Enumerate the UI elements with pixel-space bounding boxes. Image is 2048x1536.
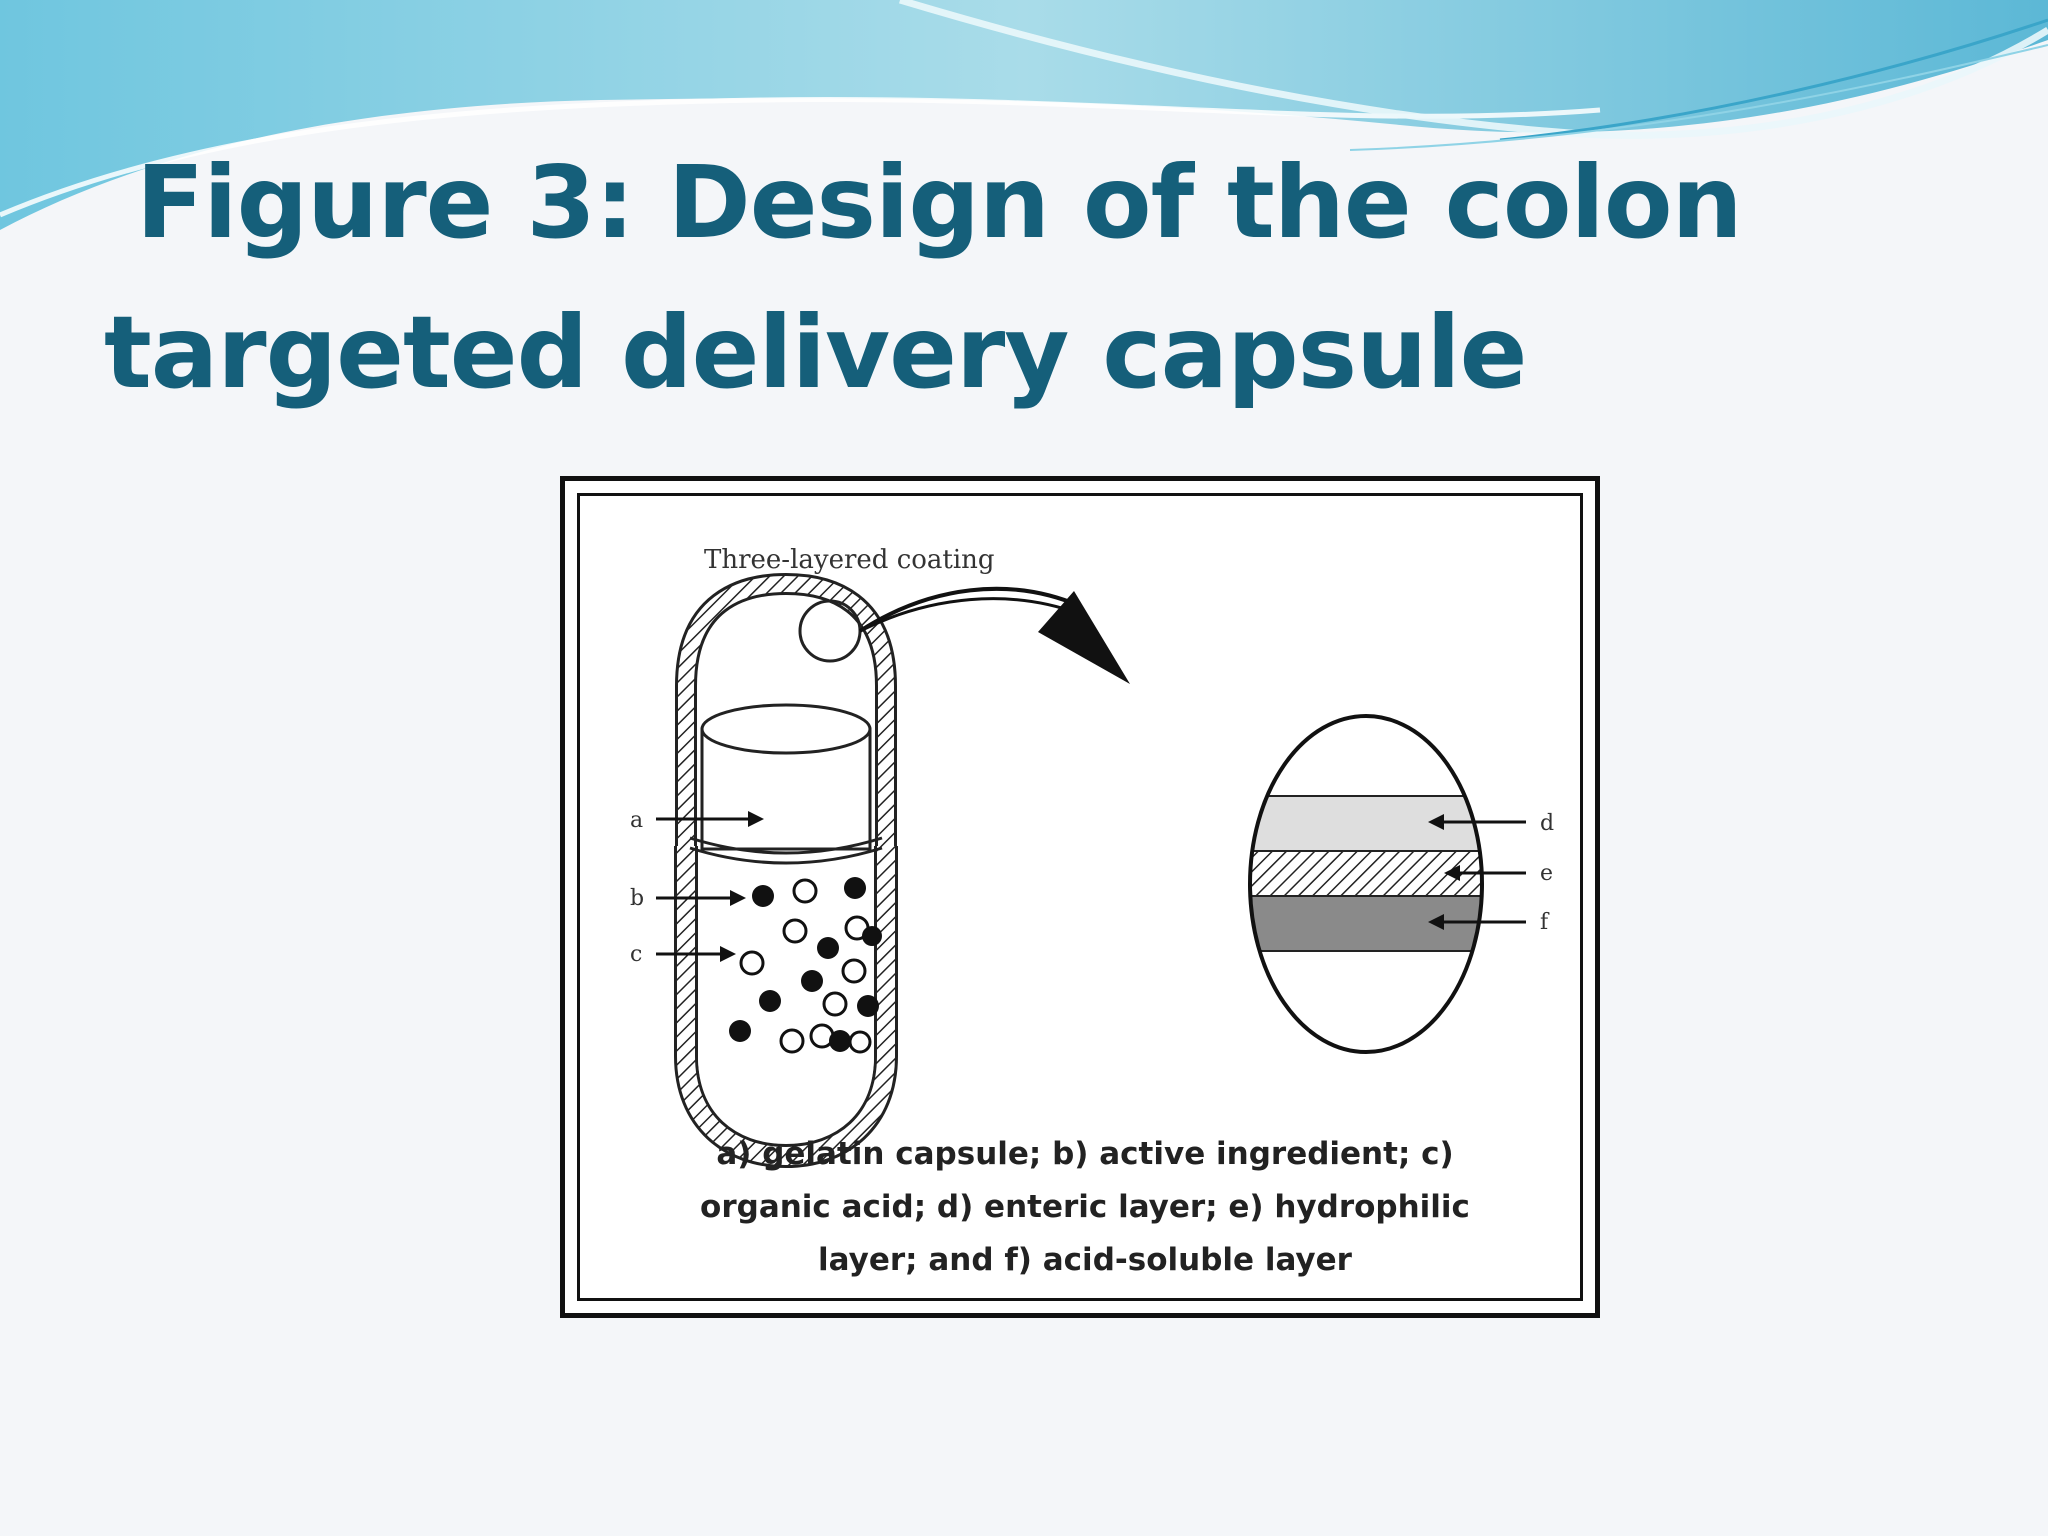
gelatin-capsule-cylinder [689,703,883,865]
label-e: e [1540,861,1553,886]
label-b: b [630,886,644,911]
left-pointer-arrows [656,811,764,962]
figure-inner-border: Three-layered coating [577,493,1583,1301]
label-a: a [630,808,643,833]
caption-line-3: layer; and f) acid-soluble layer [818,1242,1352,1278]
caption-line-1: a) gelatin capsule; b) active ingredient… [716,1136,1454,1172]
header-wave-decoration [0,0,2048,230]
magnify-arrow [858,586,1081,633]
figure-frame: Three-layered coating [560,476,1600,1318]
right-pointer-arrows [1428,814,1526,930]
slide-title-line-2: targeted delivery capsule [104,294,1527,411]
coating-zoom-circle [798,599,862,663]
label-c: c [630,942,642,967]
figure-caption: a) gelatin capsule; b) active ingredient… [580,1128,1590,1287]
capsule-diagram: Three-layered coating [630,545,1554,1169]
granules [729,877,882,1054]
slide-title-line-1: Figure 3: Design of the colon [136,144,1743,261]
caption-line-2: organic acid; d) enteric layer; e) hydro… [700,1189,1470,1225]
slide-title: Figure 3: Design of the colon targeted d… [104,128,1804,428]
label-d: d [1540,811,1554,836]
label-f: f [1540,910,1550,935]
coating-cross-section [1248,714,1484,1054]
coating-label: Three-layered coating [704,545,995,575]
